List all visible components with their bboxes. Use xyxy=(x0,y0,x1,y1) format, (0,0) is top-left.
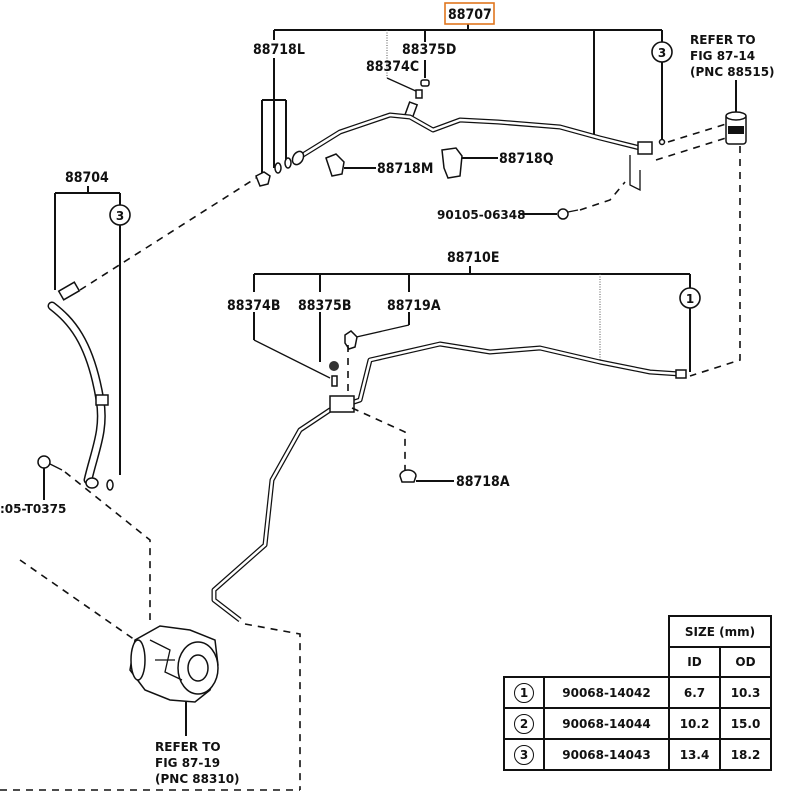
od-cell: 10.3 xyxy=(719,676,772,709)
callout-3-key: 3 xyxy=(514,744,534,765)
callout-2-key: 2 xyxy=(514,713,534,734)
part-label-88710E[interactable]: 88710E xyxy=(447,250,499,266)
od-cell: 15.0 xyxy=(719,707,772,740)
highlight-box xyxy=(444,2,495,25)
clip-88718L xyxy=(255,171,271,187)
callout-3-top xyxy=(651,41,673,63)
id-cell: 6.7 xyxy=(668,676,721,709)
pipe-88710E xyxy=(211,341,687,622)
table-row: 3 90068-14043 13.4 18.2 xyxy=(503,738,772,771)
o-ring xyxy=(274,162,282,174)
size-header: SIZE (mm) xyxy=(668,615,772,648)
part-label-88718L[interactable]: 88718L xyxy=(253,42,305,58)
part-number-cell: 90068-14043 xyxy=(543,738,670,771)
ref-top-line1: REFER TO xyxy=(690,33,756,47)
part-label-88707[interactable]: 88707 xyxy=(448,7,492,23)
callout-3-left-text: 3 xyxy=(116,209,124,223)
cap-88375D xyxy=(420,79,430,87)
part-label-88718M[interactable]: 88718M xyxy=(377,161,433,177)
assembly-88707-bracket xyxy=(261,24,663,178)
row-key-cell: 1 xyxy=(503,676,545,709)
callout-3-top-text: 3 xyxy=(658,46,666,60)
callout-1-right xyxy=(679,287,701,309)
part-label-88374B[interactable]: 88374B xyxy=(227,298,280,314)
part-number-cell: 90068-14042 xyxy=(543,676,670,709)
callout-3-left xyxy=(109,204,131,226)
part-label-88704[interactable]: 88704 xyxy=(65,170,109,186)
row-key-cell: 2 xyxy=(503,707,545,740)
o-ring xyxy=(284,157,292,169)
ref-bottom-line2: FIG 87-19 xyxy=(155,756,220,770)
part-label-88375B[interactable]: 88375B xyxy=(298,298,351,314)
part-label-88719A[interactable]: 88719A xyxy=(387,298,441,314)
ref-top-line2: FIG 87-14 xyxy=(690,49,755,63)
row-key-cell: 3 xyxy=(503,738,545,771)
part-label-88718Q[interactable]: 88718Q xyxy=(499,151,554,167)
part-label-88375D[interactable]: 88375D xyxy=(402,42,456,58)
col-od-header: OD xyxy=(719,646,772,678)
pipe-88707 xyxy=(291,112,653,192)
clamp-88718M xyxy=(325,153,345,177)
table-row: 1 90068-14042 6.7 10.3 xyxy=(503,676,772,709)
part-label-90105-06348[interactable]: 90105-06348 xyxy=(437,208,525,222)
cap-88375B xyxy=(329,361,339,371)
bolt-905-T0375 xyxy=(37,455,51,469)
part-label-88374C[interactable]: 88374C xyxy=(366,59,419,75)
hose-88704 xyxy=(47,281,114,491)
ref-top-line3: (PNC 88515) xyxy=(690,65,775,79)
callout-1-key: 1 xyxy=(514,682,534,703)
compressor-88310 xyxy=(129,625,219,703)
part-label-88718A[interactable]: 88718A xyxy=(456,474,510,490)
pipe-fitting xyxy=(637,141,653,155)
expansion-valve-88515 xyxy=(725,111,747,145)
id-cell: 10.2 xyxy=(668,707,721,740)
o-ring-size-table: SIZE (mm) ID OD 1 90068-14042 6.7 10.3 2… xyxy=(503,615,772,771)
clamp-88718Q xyxy=(441,147,463,179)
part-number-cell: 90068-14044 xyxy=(543,707,670,740)
table-row: 2 90068-14044 10.2 15.0 xyxy=(503,707,772,740)
callout-1-right-text: 1 xyxy=(686,292,694,306)
valve-core-88374B xyxy=(331,375,338,387)
col-id-header: ID xyxy=(668,646,721,678)
ref-bottom-line1: REFER TO xyxy=(155,740,221,754)
valve-core-88374C xyxy=(415,89,423,99)
part-label-905-T0375[interactable]: :05-T0375 xyxy=(0,502,66,516)
clamp-88719A xyxy=(344,330,358,350)
od-cell: 18.2 xyxy=(719,738,772,771)
bolt-90105-06348 xyxy=(557,208,569,220)
service-port-block xyxy=(329,395,355,413)
ref-bottom-line3: (PNC 88310) xyxy=(155,772,240,786)
id-cell: 13.4 xyxy=(668,738,721,771)
clamp-88718A xyxy=(399,469,417,483)
